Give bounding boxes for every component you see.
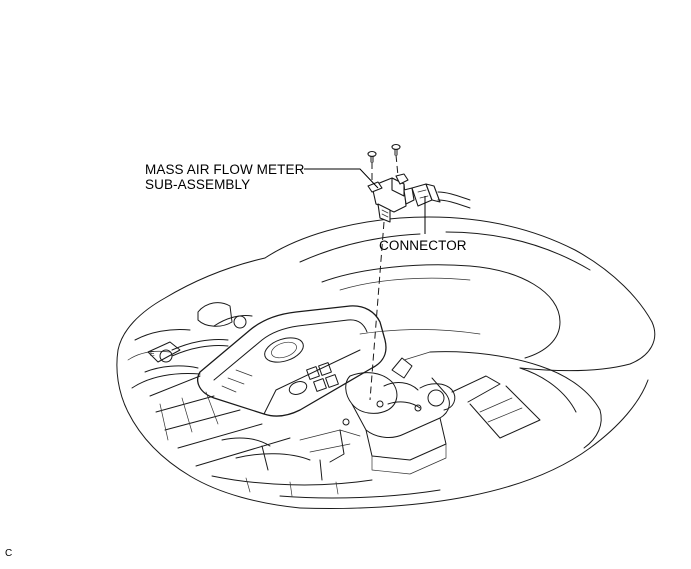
svg-text:E: E	[150, 351, 155, 358]
engine-bay-components: E	[144, 302, 541, 497]
mass-air-flow-meter-part	[367, 173, 415, 223]
maf-label-line2: SUB-ASSEMBLY	[145, 177, 251, 192]
engine-cover	[197, 305, 387, 417]
figure-code: C	[5, 548, 13, 559]
maf-install-exploded-line	[369, 221, 385, 401]
vehicle-body-outline	[116, 216, 656, 509]
wire-harness-connector	[411, 183, 471, 209]
screw-right-exploded-line	[395, 154, 399, 177]
maf-label-line1: MASS AIR FLOW METER	[145, 162, 305, 177]
connector-label: CONNECTOR	[379, 238, 467, 253]
maf-leader-line	[304, 168, 379, 189]
screw-right	[391, 143, 401, 156]
screw-left	[367, 150, 377, 163]
